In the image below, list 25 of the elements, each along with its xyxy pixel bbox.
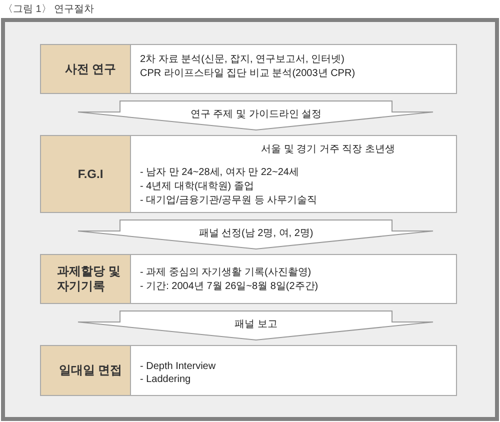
edge-label: 연구 주제 및 가이드라인 설정: [190, 108, 322, 122]
step-box: [40, 44, 457, 94]
step-label: 일대일 면접: [41, 346, 131, 395]
chevron-arrow: [78, 310, 434, 340]
list-item: - 남자 만 24~28세, 여자 만 22~24세: [140, 166, 299, 180]
text-line: 2차 자료 분석(신문, 잡지, 연구보고서, 인터넷): [140, 53, 344, 67]
step-label: 사전 연구: [41, 45, 131, 93]
chevron-arrow: [78, 100, 434, 130]
edge-label: 패널 보고: [234, 318, 278, 332]
list-item: - 4년제 대학(대학원) 졸업: [140, 180, 254, 194]
step-box: [40, 135, 457, 213]
subheading: 서울 및 경기 거주 직장 초년생: [261, 143, 395, 157]
figure-title: 〈그림 1〉 연구절차: [3, 4, 94, 16]
step-label: 과제할당 및 자기기록: [41, 255, 131, 303]
step-box: [40, 254, 457, 304]
list-item: - 기간: 2004년 7월 26일~8월 8일(2주간): [140, 280, 318, 294]
list-item: - 대기업/금융기관/공무원 등 사무기술직: [140, 194, 318, 208]
step-box: [40, 345, 457, 396]
list-item: - 과제 중심의 자기생활 기록(사진촬영): [140, 266, 312, 280]
chevron-arrow: [78, 220, 434, 250]
step-label: F.G.I: [41, 136, 131, 212]
list-item: - Depth Interview: [140, 360, 216, 374]
edge-label: 패널 선정(남 2명, 여, 2명): [198, 227, 314, 241]
text-line: CPR 라이프스타일 집단 비교 분석(2003년 CPR): [140, 67, 356, 81]
list-item: - Laddering: [140, 373, 191, 387]
